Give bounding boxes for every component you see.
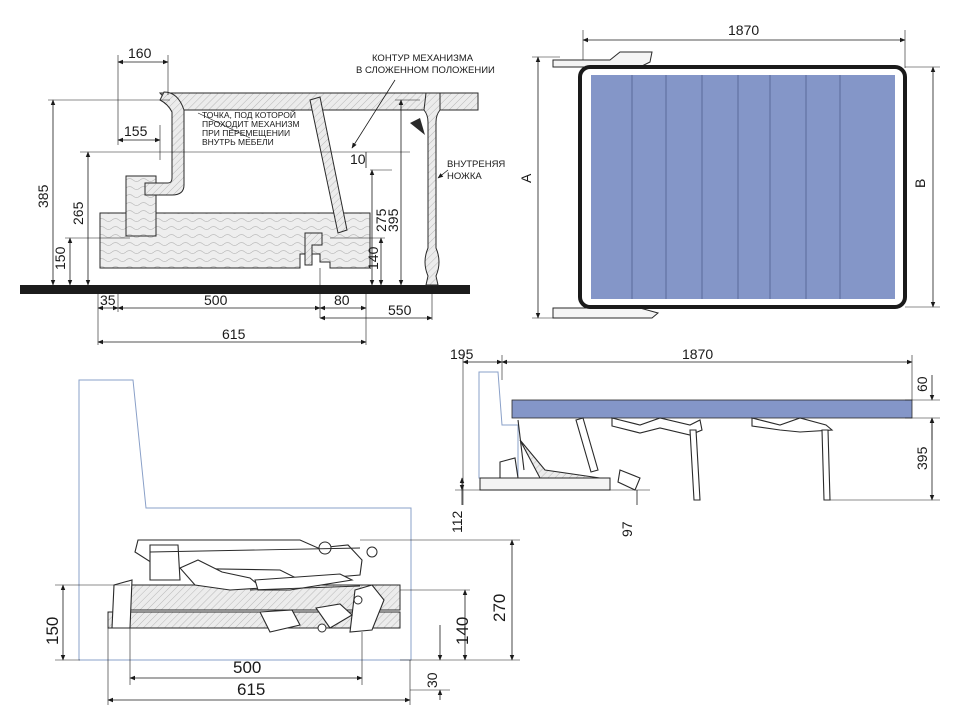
note-pivot-line-4: ВНУТРЬ МЕБЕЛИ <box>202 137 274 147</box>
diagonal-link <box>309 96 348 234</box>
dim-10: 10 <box>350 151 366 167</box>
dim-160: 160 <box>128 45 152 61</box>
note-pivot-line-3: ПРИ ПЕРЕМЕЩЕНИИ <box>202 128 290 138</box>
unfolded-side-view: 195 1870 60 395 <box>449 346 940 537</box>
dim-60: 60 <box>914 376 930 392</box>
sofa-back-outline <box>478 371 519 479</box>
dim-395: 395 <box>385 208 401 232</box>
dim-155: 155 <box>124 123 148 139</box>
side-mattress <box>511 399 913 419</box>
side-section-view: 160 155 385 265 150 ТОЧКА, ПОД КОТОРОЙ П… <box>20 45 505 345</box>
dim-395-side: 395 <box>914 446 930 470</box>
label-b: B <box>912 179 928 188</box>
dim-1870-top: 1870 <box>728 22 759 38</box>
folded-side-view: 150 140 270 30 500 615 <box>43 379 520 705</box>
note-pivot-line-1: ТОЧКА, ПОД КОТОРОЙ <box>202 109 296 120</box>
bottom-bracket <box>552 307 660 319</box>
dim-112: 112 <box>449 510 465 533</box>
top-bracket <box>552 51 653 68</box>
slat-lines <box>631 75 841 299</box>
callout-contour-line-2: В СЛОЖЕННОМ ПОЛОЖЕНИИ <box>356 65 495 76</box>
callout-leg-line-1: ВНУТРЕНЯЯ <box>447 159 505 170</box>
folded-dim-500: 500 <box>233 658 261 677</box>
folded-dim-150: 150 <box>43 617 62 645</box>
leg-pointer-arrow <box>410 118 425 135</box>
note-pivot-line-2: ПРОХОДИТ МЕХАНИЗМ <box>202 119 300 129</box>
callout-leg-line-2: НОЖКА <box>447 171 482 182</box>
floor-line <box>20 285 470 294</box>
callout-contour-line-1: КОНТУР МЕХАНИЗМА <box>372 53 474 64</box>
dim-35: 35 <box>100 292 116 308</box>
dim-150: 150 <box>52 246 68 270</box>
lower-bracket <box>304 232 323 266</box>
folded-dim-30: 30 <box>424 672 440 688</box>
dim-97: 97 <box>619 521 635 537</box>
inner-leg <box>423 92 441 286</box>
dim-385: 385 <box>35 184 51 208</box>
dim-1870-side: 1870 <box>682 346 713 362</box>
folded-dim-615: 615 <box>237 680 265 699</box>
rear-link <box>144 91 185 196</box>
unfolded-linkage <box>499 417 834 501</box>
label-a: A <box>518 173 534 183</box>
dim-265: 265 <box>70 201 86 225</box>
dim-80: 80 <box>334 292 350 308</box>
folded-dim-270: 270 <box>490 594 509 622</box>
unfolded-base-plate <box>479 477 611 491</box>
dim-275: 275 <box>373 208 389 232</box>
dim-195: 195 <box>450 346 474 362</box>
dim-140: 140 <box>365 246 381 270</box>
dim-500: 500 <box>204 292 228 308</box>
dim-550: 550 <box>388 302 412 318</box>
dim-615: 615 <box>222 326 246 342</box>
mattress <box>591 75 895 299</box>
folded-linkage <box>107 539 401 633</box>
top-plan-view: 1870 A B <box>518 22 940 319</box>
folded-dim-140: 140 <box>453 617 472 645</box>
